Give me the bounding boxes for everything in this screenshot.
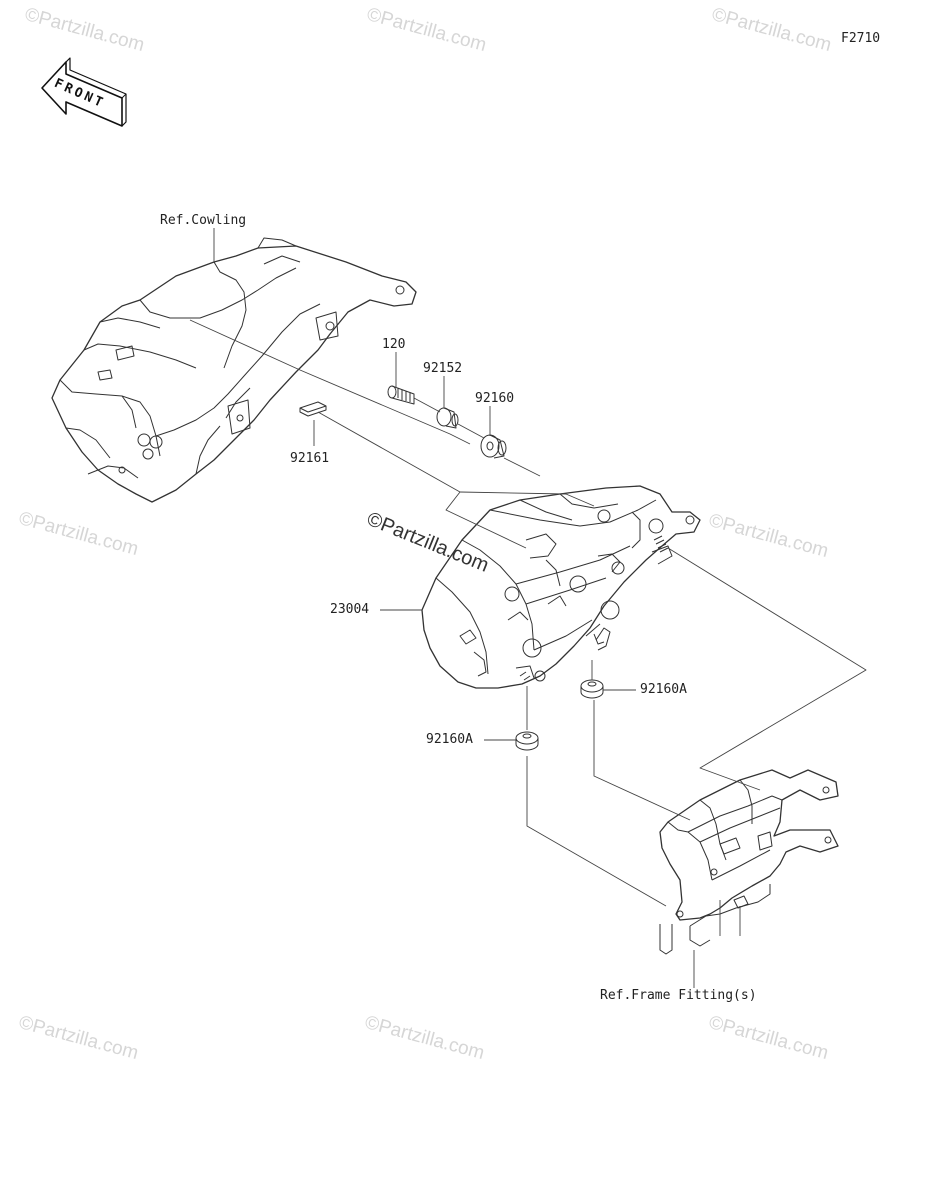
part-120-bolt [387,385,415,405]
part-92152-collar [436,407,459,429]
label-part-92161[interactable]: 92161 [290,451,330,466]
part-92161-pad [299,401,327,417]
frame-fitting-ref-part [659,769,839,955]
part-92160-grommet [480,434,507,459]
label-part-92152[interactable]: 92152 [423,361,463,376]
part-92160a-grommet-left [515,731,539,751]
leader-lines [189,228,867,988]
label-part-92160a-right[interactable]: 92160A [640,682,687,697]
label-ref-cowling[interactable]: Ref.Cowling [160,213,247,228]
cowling-ref-part [51,237,417,503]
diagram-code: F2710 [841,31,881,46]
headlight-assembly [421,485,701,689]
front-arrow-icon [41,57,127,127]
label-ref-frame-fitting[interactable]: Ref.Frame Fitting(s) [600,988,757,1003]
label-part-23004[interactable]: 23004 [330,602,370,617]
label-part-92160[interactable]: 92160 [475,391,515,406]
label-part-92160a-left[interactable]: 92160A [426,732,473,747]
label-part-120[interactable]: 120 [382,337,406,352]
part-92160a-grommet-right [580,679,604,699]
